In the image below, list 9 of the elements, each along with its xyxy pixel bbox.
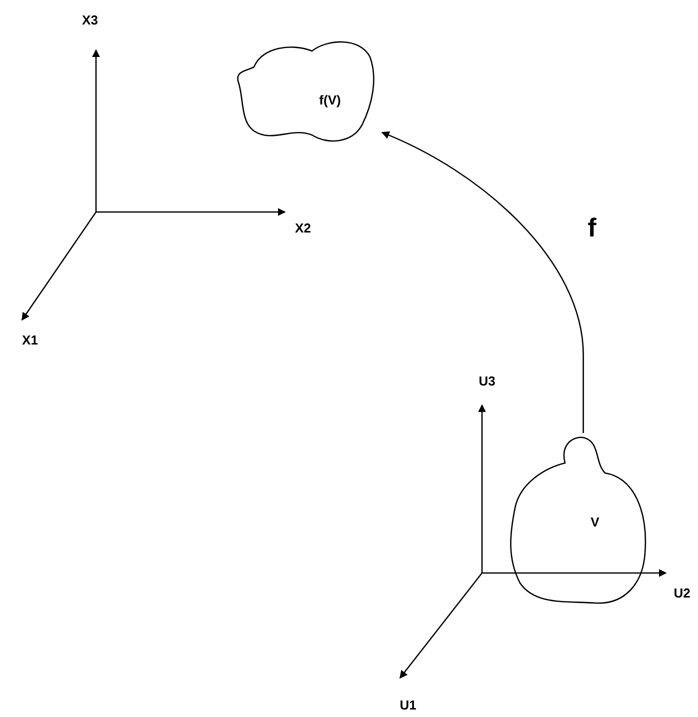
axis-label: X1 (22, 332, 38, 348)
region-label: f(V) (319, 92, 341, 108)
region-label: V (590, 514, 600, 530)
axis-label: U3 (478, 374, 496, 388)
axis-label: X3 (82, 12, 98, 28)
axis-label: U2 (674, 586, 690, 600)
arrow (381, 132, 584, 433)
axis-label: X2 (295, 220, 311, 236)
axis-label: U1 (400, 698, 416, 712)
